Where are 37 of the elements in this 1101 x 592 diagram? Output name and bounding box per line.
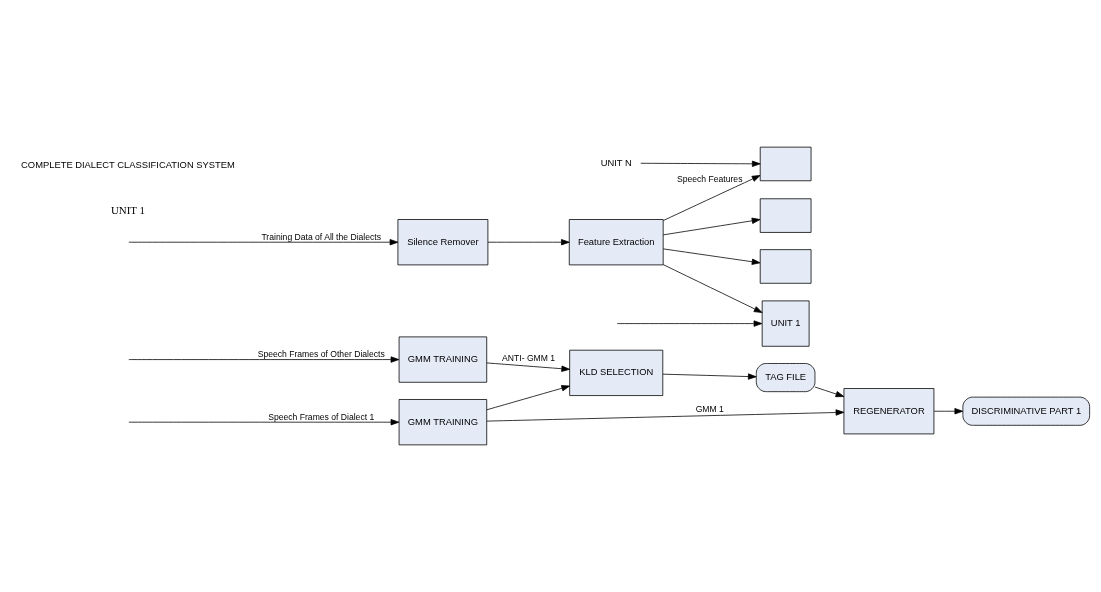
node-box: DISCRIMINATIVE PART 1 — [962, 396, 1091, 426]
arrow — [486, 362, 570, 372]
edge-label: ANTI- GMM 1 — [502, 352, 556, 363]
node-text: UNIT N — [600, 157, 632, 168]
arrow — [662, 373, 757, 380]
node-box: GMM TRAINING — [398, 336, 488, 383]
node-box: REGENERATOR — [843, 388, 935, 435]
arrow — [663, 175, 761, 221]
arrow — [486, 409, 845, 422]
node-box: Silence Remover — [397, 219, 489, 266]
edge-label: Speech Frames of Dialect 1 — [268, 411, 375, 422]
arrow — [814, 386, 845, 398]
node-box: Feature Extraction — [568, 219, 664, 266]
label: COMPLETE DIALECT CLASSIFICATION SYSTEM — [21, 159, 235, 170]
arrow — [662, 248, 761, 265]
arrow — [640, 160, 761, 167]
arrow — [128, 419, 400, 426]
edge-label: GMM 1 — [695, 403, 724, 414]
edge-label: Speech Frames of Other Dialects — [257, 349, 385, 360]
arrow — [616, 320, 763, 327]
node-box: TAG FILE — [755, 363, 816, 393]
arrow — [933, 408, 964, 415]
node-box: UNIT 1 — [761, 300, 810, 347]
node-box — [759, 198, 812, 233]
arrow — [487, 239, 570, 246]
arrow — [128, 356, 400, 363]
node-box — [759, 146, 812, 182]
label: UNIT 1 — [110, 203, 146, 216]
edge-label: Training Data of All the Dialects — [261, 231, 382, 242]
node-box: GMM TRAINING — [398, 399, 488, 446]
node-box: KLD SELECTION — [569, 349, 664, 396]
arrow — [486, 385, 570, 411]
arrow — [662, 264, 763, 313]
edge-label: Speech Features — [677, 173, 743, 184]
arrow — [662, 217, 761, 236]
node-box — [759, 249, 812, 284]
arrow — [128, 239, 399, 246]
